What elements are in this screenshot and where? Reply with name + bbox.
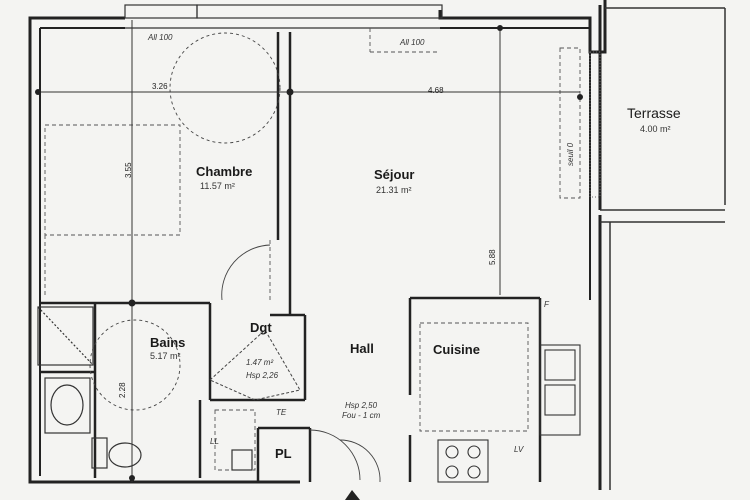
te-label: TE (276, 408, 287, 417)
pl-name: PL (275, 446, 292, 461)
f-label: F (544, 300, 549, 309)
kitchen-fixtures (437, 300, 581, 483)
terrasse-area: 4.00 m² (640, 124, 671, 134)
terrasse-railing (589, 51, 601, 198)
hall-name: Hall (350, 341, 374, 356)
terrasse-outline (600, 7, 726, 490)
dgt-triangle (209, 329, 301, 401)
entrance-arrow (345, 490, 360, 500)
chambre-area: 11.57 m² (200, 181, 235, 191)
dimension-dots (35, 25, 583, 481)
interior-walls (40, 32, 542, 482)
dim-3-55: 3.55 (124, 162, 133, 178)
dgt-area: 1.47 m² (246, 358, 274, 367)
hall-note: Fou - 1 cm (342, 411, 381, 420)
lv-label: LV (514, 445, 524, 454)
hall-hsp: Hsp 2,50 (345, 401, 378, 410)
ll-label: LL (210, 437, 219, 446)
dgt-name: Dgt (250, 320, 272, 335)
windows-top (124, 4, 443, 29)
bath-fixtures (37, 306, 253, 471)
bains-area: 5.17 m² (150, 351, 181, 361)
terrasse-name: Terrasse (627, 105, 681, 121)
exterior-walls (28, 0, 607, 490)
door-swings (89, 32, 381, 483)
cuisine-name: Cuisine (433, 342, 480, 357)
sejour-name: Séjour (374, 167, 415, 182)
bains-name: Bains (150, 335, 186, 350)
dim-5-88: 5.88 (488, 249, 497, 265)
all100-left: All 100 (148, 33, 173, 42)
sejour-area: 21.31 m² (376, 185, 412, 195)
dim-4-68: 4.68 (428, 86, 444, 95)
chambre-name: Chambre (196, 164, 253, 179)
seuil-label: seuil 0 (566, 142, 575, 166)
dgt-hsp: Hsp 2,26 (246, 371, 279, 380)
dimension-lines (38, 20, 580, 482)
dim-2-28: 2.28 (118, 382, 127, 398)
all100-right: All 100 (400, 38, 425, 47)
dim-3-26: 3.26 (152, 82, 168, 91)
